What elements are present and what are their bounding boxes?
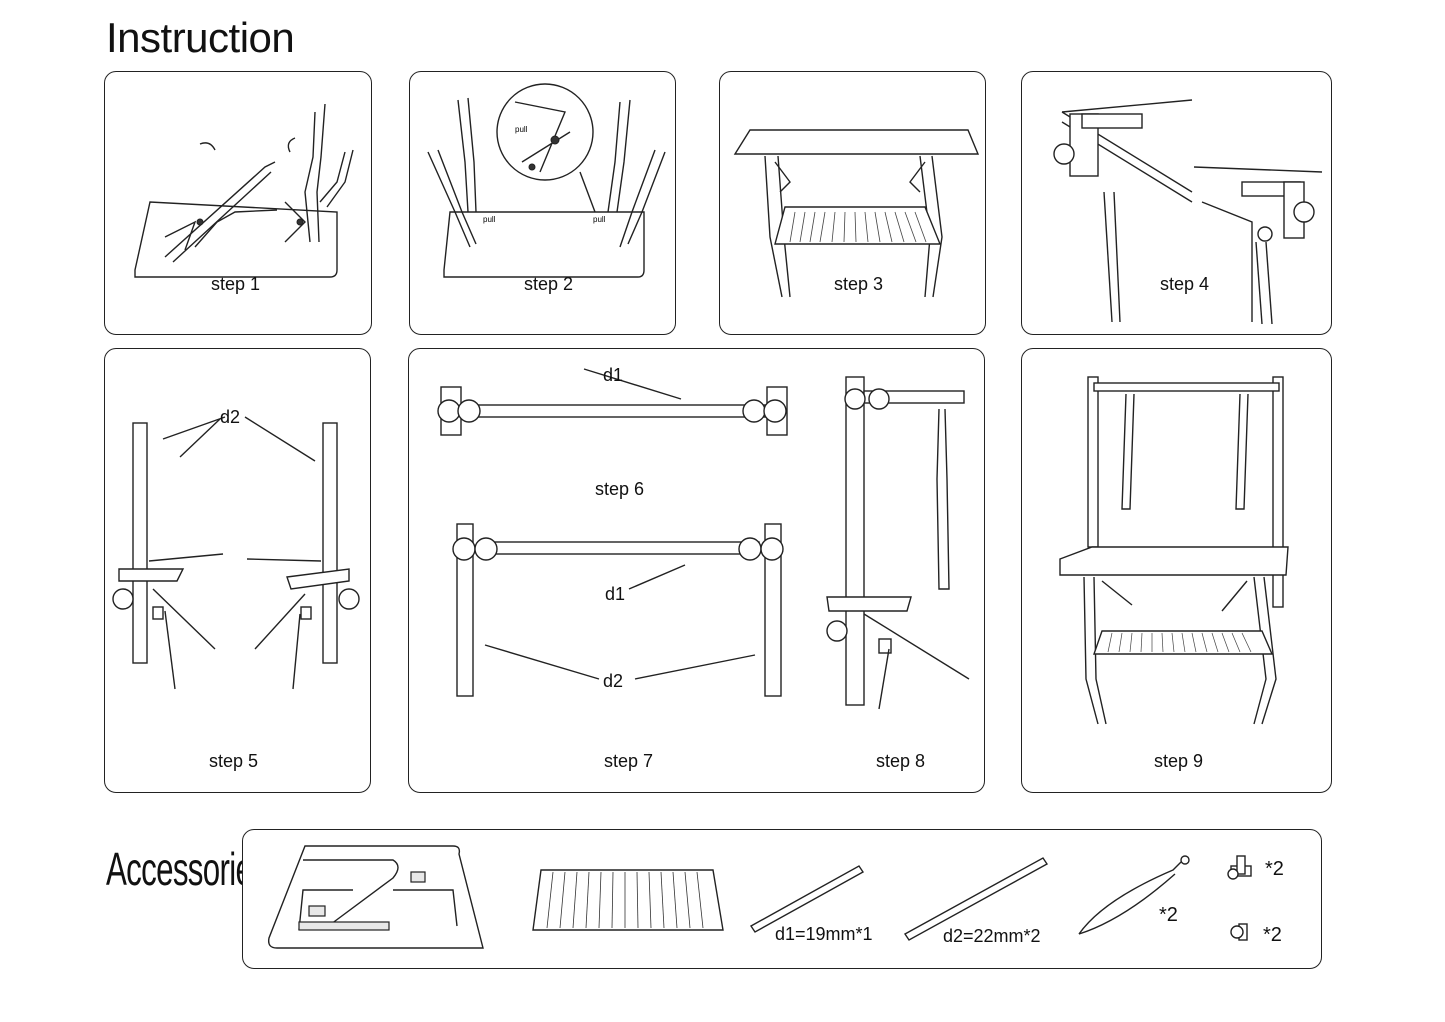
step1-panel: step 1	[104, 71, 372, 335]
step1-caption: step 1	[211, 274, 261, 294]
step4-illustration	[1053, 99, 1323, 325]
d1-callout-step6: d1	[603, 365, 624, 385]
step4-panel: step 4	[1021, 71, 1332, 335]
step3-illustration	[733, 129, 980, 298]
d2-callout-step7: d2	[603, 671, 624, 691]
step8-caption: step 8	[876, 751, 926, 771]
step3-caption: step 3	[834, 274, 884, 294]
svg-text:pull: pull	[593, 215, 606, 224]
d2-accessory-label: d2=22mm*2	[943, 926, 1041, 946]
step9-caption: step 9	[1154, 751, 1204, 771]
accessories-panel: d1=19mm*1 d2=22mm*2 *2 *2 *2	[242, 829, 1322, 969]
step9-panel: step 9	[1021, 348, 1332, 793]
step4-caption: step 4	[1160, 274, 1210, 294]
step2-caption: step 2	[524, 274, 574, 294]
svg-text:pull: pull	[483, 215, 496, 224]
step5-illustration	[112, 416, 360, 690]
step5-panel: d2 step 5	[104, 348, 371, 793]
leash-quantity: *2	[1159, 904, 1178, 926]
step1-illustration	[134, 103, 354, 278]
pull-callout: pull	[515, 125, 528, 134]
accessories-illustration	[267, 845, 1252, 949]
clamp-quantity: *2	[1265, 858, 1284, 880]
step2-illustration: pull pull pull	[427, 83, 666, 278]
knob-quantity: *2	[1263, 924, 1282, 946]
step7-caption: step 7	[604, 751, 654, 771]
d2-callout-step5: d2	[220, 407, 241, 427]
step6-8-illustration	[437, 368, 970, 710]
step3-panel: step 3	[719, 71, 986, 335]
step9-illustration	[1059, 376, 1289, 725]
accessories-title: Accessories	[106, 843, 268, 895]
page-title: Instruction	[106, 14, 295, 61]
d1-callout-step7: d1	[605, 584, 626, 604]
step2-panel: pull pull pull step 2	[409, 71, 676, 335]
step5-caption: step 5	[209, 751, 259, 771]
d1-accessory-label: d1=19mm*1	[775, 924, 873, 944]
step678-panel: d1 step 6 d1 d2 step 7 step 8	[408, 348, 985, 793]
step6-caption: step 6	[595, 479, 645, 499]
